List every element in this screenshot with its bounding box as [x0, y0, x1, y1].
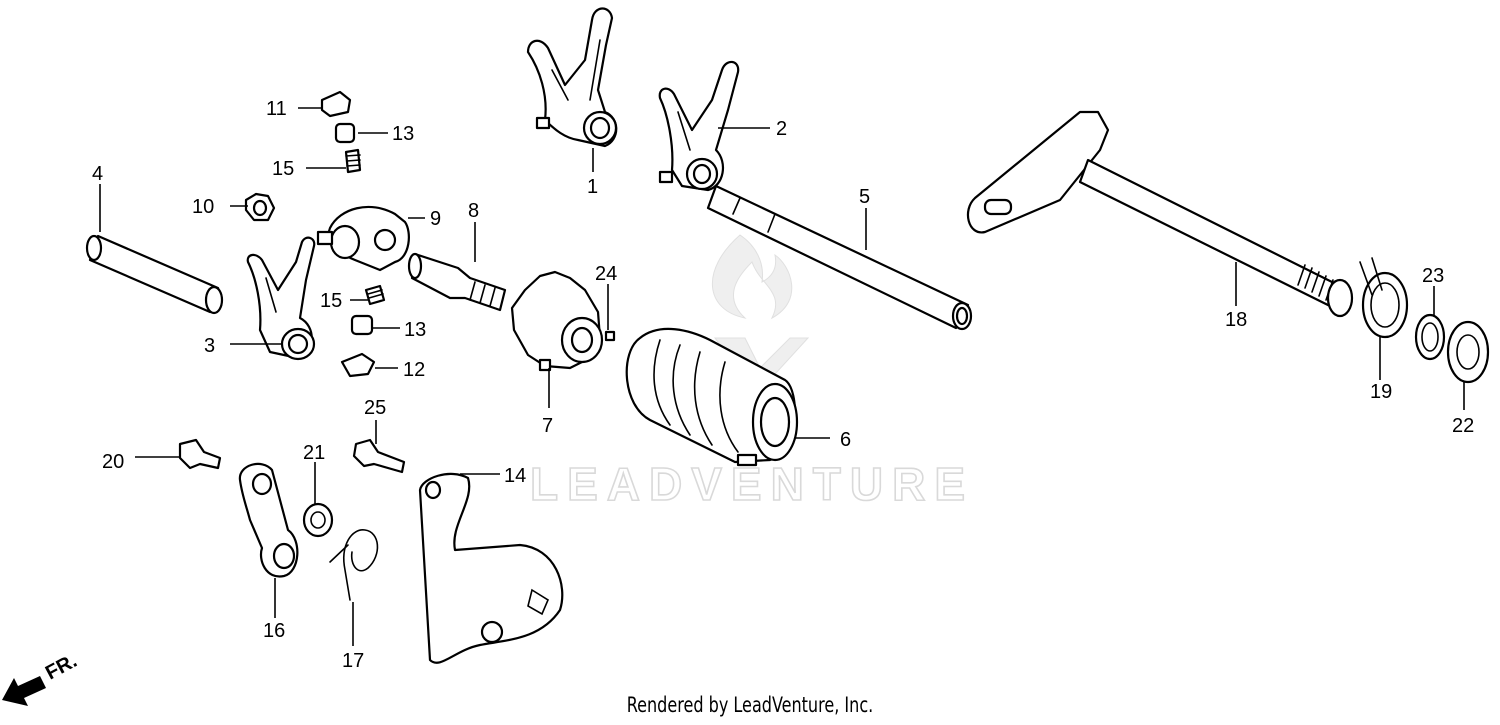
front-direction-indicator: FR.: [2, 650, 81, 706]
washer-23: [1414, 313, 1446, 361]
nut-10: [244, 192, 276, 222]
callout-20: 20: [102, 451, 124, 473]
callout-15-upper: 15: [272, 158, 294, 180]
callout-numbers: 1 2 3 4 5 6 7 8 9 10 11 12 13 13 14 15 1…: [92, 98, 1474, 672]
pin-13-upper: [334, 122, 356, 144]
bolt-25: [352, 438, 406, 474]
drum-center-7: [510, 270, 604, 372]
front-direction-label: FR.: [42, 650, 81, 685]
callout-2: 2: [776, 118, 787, 140]
callout-12: 12: [403, 359, 425, 381]
render-credit-footer: Rendered by LeadVenture, Inc.: [626, 693, 874, 717]
leader-lines: [99, 107, 1465, 646]
plate-12: [340, 352, 376, 378]
callout-5: 5: [859, 186, 870, 208]
special-bolt-8: [407, 252, 507, 312]
shift-fork-2: [658, 60, 740, 192]
stopper-9: [316, 205, 410, 272]
washer-22: [1446, 320, 1490, 384]
callout-22: 22: [1452, 415, 1474, 437]
callout-1: 1: [587, 176, 598, 198]
spring-15-lower: [364, 284, 386, 306]
spring-17: [329, 529, 379, 601]
callout-9: 9: [430, 208, 441, 230]
shift-fork-1: [526, 7, 618, 148]
watermark: LEADVENTURE: [529, 234, 974, 511]
callout-17: 17: [342, 650, 364, 672]
callout-10: 10: [192, 196, 214, 218]
fork-shaft-4: [85, 234, 224, 315]
gearshift-spindle-18: [966, 110, 1354, 318]
callout-6: 6: [840, 429, 851, 451]
callout-18: 18: [1225, 309, 1247, 331]
callout-7: 7: [542, 415, 553, 437]
callout-13-upper: 13: [392, 123, 414, 145]
fork-shaft-5: [706, 184, 973, 331]
callout-14: 14: [504, 465, 526, 487]
callout-11: 11: [266, 98, 287, 120]
plate-14: [418, 472, 564, 664]
callout-21: 21: [303, 442, 325, 464]
spring-15-upper: [344, 148, 362, 174]
bolt-20: [178, 438, 222, 470]
callout-3: 3: [204, 335, 215, 357]
washer-21: [302, 502, 334, 538]
callout-16: 16: [263, 620, 285, 642]
callout-19: 19: [1370, 381, 1392, 403]
watermark-text: LEADVENTURE: [530, 458, 974, 510]
callout-4: 4: [92, 163, 103, 185]
callout-23: 23: [1422, 265, 1444, 287]
front-arrow-icon: [2, 676, 46, 706]
callout-13-lower: 13: [404, 319, 426, 341]
pin-24: [604, 330, 616, 342]
shift-arm-16: [238, 462, 299, 578]
pin-13-lower: [350, 314, 374, 336]
shift-fork-3: [246, 236, 316, 361]
callout-25: 25: [364, 397, 386, 419]
shift-drum-6: [625, 327, 799, 467]
cap-11: [320, 90, 352, 118]
return-spring-19: [1359, 257, 1409, 339]
callout-24: 24: [595, 263, 617, 285]
callout-8: 8: [468, 200, 479, 222]
callout-15-lower: 15: [320, 290, 342, 312]
watermark-flame-logo: [712, 234, 793, 320]
